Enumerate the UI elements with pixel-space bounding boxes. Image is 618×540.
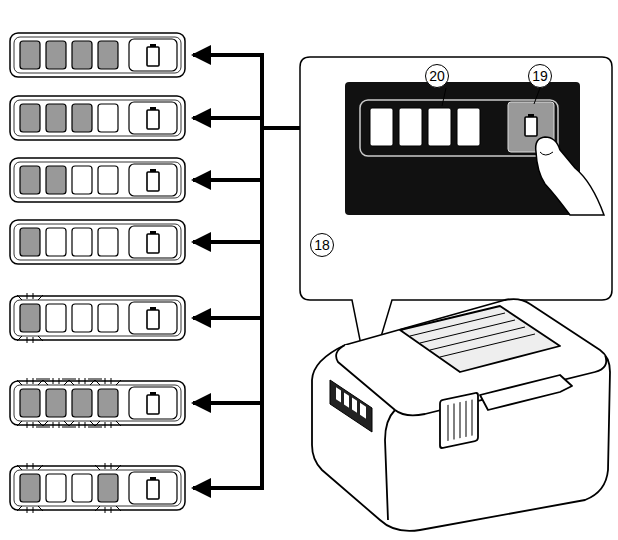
- callout-number: 19: [528, 64, 552, 88]
- callout-number: 18: [310, 233, 334, 257]
- callout-number: 20: [425, 64, 449, 88]
